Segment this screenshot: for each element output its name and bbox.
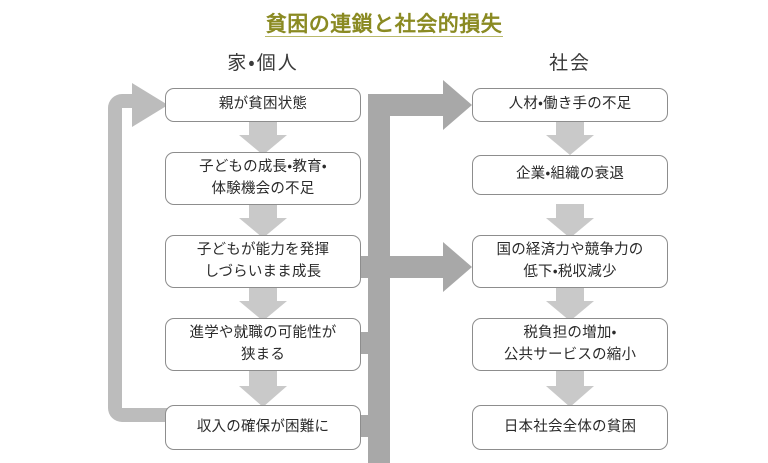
node-education-employment-narrowed[interactable]: 進学や就職の可能性が 狭まる: [165, 318, 361, 371]
node-label: 子どもが能力を発揮 しづらいまま成長: [196, 242, 330, 280]
down-arrow-l3-l4: [239, 287, 287, 321]
node-child-ability-unrealized[interactable]: 子どもが能力を発揮 しづらいまま成長: [165, 235, 361, 288]
link-l4-to-trunk: [358, 332, 390, 354]
node-label: 人材・働き手の不足: [508, 96, 632, 113]
node-company-decline[interactable]: 企業・組織の衰退: [472, 155, 668, 195]
node-national-economy-decline[interactable]: 国の経済力や競争力の 低下・税収減少: [472, 235, 668, 288]
feedback-loop-arrow-shape: [108, 83, 168, 422]
page-title: 貧困の連鎖と社会的損失: [265, 12, 503, 36]
center-trunk-group: [358, 80, 472, 463]
node-label: 税負担の増加・ 公共サービスの縮小: [503, 325, 637, 363]
node-child-growth-education-lack[interactable]: 子どもの成長・教育・ 体験機会の不足: [165, 152, 361, 205]
node-label: 収入の確保が困難に: [196, 418, 330, 435]
node-parent-poverty[interactable]: 親が貧困状態: [165, 88, 361, 122]
node-workforce-shortage[interactable]: 人材・働き手の不足: [472, 88, 668, 122]
link-l5-to-trunk: [358, 415, 390, 437]
node-label: 国の経済力や競争力の 低下・税収減少: [496, 242, 644, 280]
node-income-difficult[interactable]: 収入の確保が困難に: [165, 405, 361, 450]
node-label: 子どもの成長・教育・ 体験機会の不足: [199, 159, 327, 197]
node-label: 日本社会全体の貧困: [503, 418, 637, 435]
node-label: 企業・組織の衰退: [515, 166, 625, 183]
feedback-loop-arrow: [113, 66, 165, 424]
down-arrow-r4-r5: [546, 370, 594, 407]
down-arrow-r1-r2: [546, 121, 594, 155]
center-trunk-vertical: [368, 100, 390, 463]
column-heading-right: 社会: [548, 52, 591, 74]
link-trunk-to-r1-arrow: [368, 80, 472, 130]
down-arrow-r3-r4: [546, 287, 594, 321]
down-arrow-l1-l2: [239, 121, 287, 155]
down-arrow-r2-r3: [546, 204, 594, 238]
node-label: 進学や就職の可能性が 狭まる: [189, 325, 337, 363]
column-heading-left: 家・個人: [227, 52, 299, 74]
node-label: 親が貧困状態: [218, 96, 308, 113]
node-tax-burden-service-cut[interactable]: 税負担の増加・ 公共サービスの縮小: [472, 318, 668, 371]
down-arrow-l4-l5: [239, 370, 287, 407]
link-trunk-to-r3-arrow: [368, 242, 472, 292]
node-japan-society-poverty[interactable]: 日本社会全体の貧困: [472, 405, 668, 450]
link-l3-to-trunk: [358, 256, 390, 278]
title-underline: [265, 36, 503, 37]
down-arrow-l2-l3: [239, 204, 287, 238]
